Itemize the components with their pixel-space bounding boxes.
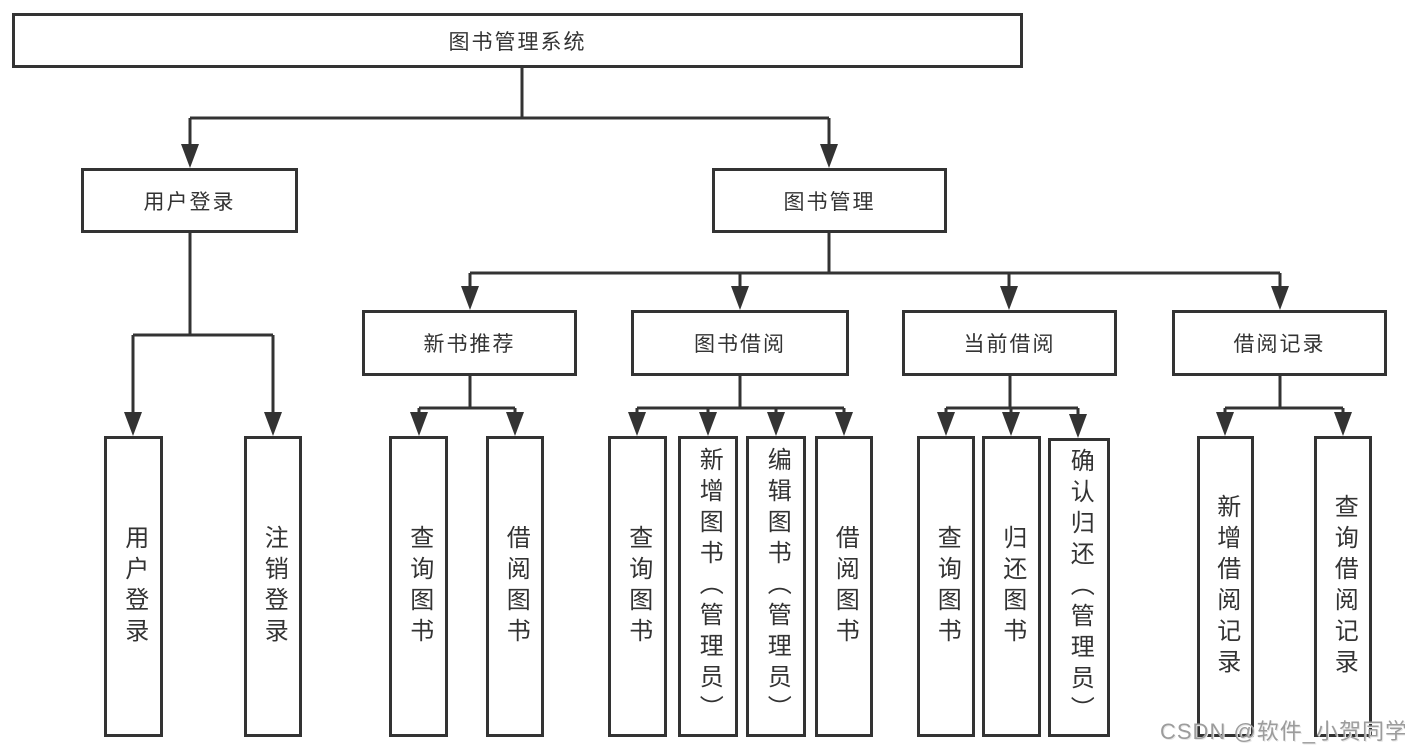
leaf-return-books-label: 归还图书 xyxy=(998,524,1026,649)
csdn-watermark: CSDN @软件_小贺同学 xyxy=(1160,719,1405,744)
leaf-borrow-books: 借阅图书 xyxy=(815,436,873,737)
node-root-label: 图书管理系统 xyxy=(448,30,587,54)
leaf-query-books-borrow-label: 查询图书 xyxy=(624,524,652,649)
arrowheads xyxy=(124,144,1352,438)
node-root: 图书管理系统 xyxy=(12,13,1023,68)
node-borrowing-records: 借阅记录 xyxy=(1172,310,1387,376)
leaf-query-books-borrow: 查询图书 xyxy=(608,436,667,737)
leaf-logout-label: 注销登录 xyxy=(260,524,288,649)
leaf-borrow-books-label: 借阅图书 xyxy=(831,524,859,649)
leaf-add-borrow-record: 新增借阅记录 xyxy=(1197,436,1254,737)
leaf-return-books: 归还图书 xyxy=(982,436,1041,737)
leaf-query-borrow-record: 查询借阅记录 xyxy=(1314,436,1372,737)
node-book-borrowing-label: 图书借阅 xyxy=(694,333,786,356)
node-book-management-label: 图书管理 xyxy=(783,190,876,214)
leaf-confirm-return-admin: 确认归还（管理员） xyxy=(1048,438,1110,737)
node-book-borrowing: 图书借阅 xyxy=(631,310,849,376)
leaf-add-books-admin: 新增图书（管理员） xyxy=(678,436,738,737)
node-borrowing-records-label: 借阅记录 xyxy=(1233,333,1326,356)
leaf-query-borrow-record-label: 查询借阅记录 xyxy=(1330,493,1358,680)
node-current-borrowing-label: 当前借阅 xyxy=(963,333,1056,356)
leaf-borrow-books-recommend-label: 借阅图书 xyxy=(502,524,530,649)
leaf-user-login-label: 用户登录 xyxy=(120,524,148,649)
leaf-add-books-admin-label: 新增图书（管理员） xyxy=(695,447,723,726)
leaf-edit-books-admin-label: 编辑图书（管理员） xyxy=(763,447,791,726)
leaf-query-books-current-label: 查询图书 xyxy=(933,524,961,649)
node-user-login-label: 用户登录 xyxy=(143,190,236,214)
node-book-management: 图书管理 xyxy=(712,168,947,233)
leaf-query-books-recommend: 查询图书 xyxy=(389,436,448,737)
node-user-login: 用户登录 xyxy=(81,168,298,233)
leaf-edit-books-admin: 编辑图书（管理员） xyxy=(746,436,806,737)
leaf-query-books-recommend-label: 查询图书 xyxy=(405,524,433,649)
node-new-book-recommendation-label: 新书推荐 xyxy=(423,333,516,356)
leaf-query-books-current: 查询图书 xyxy=(917,436,975,737)
leaf-borrow-books-recommend: 借阅图书 xyxy=(486,436,544,737)
leaf-logout: 注销登录 xyxy=(244,436,302,737)
leaf-confirm-return-admin-label: 确认归还（管理员） xyxy=(1066,448,1094,727)
leaf-add-borrow-record-label: 新增借阅记录 xyxy=(1212,493,1240,680)
node-new-book-recommendation: 新书推荐 xyxy=(362,310,577,376)
node-current-borrowing: 当前借阅 xyxy=(902,310,1117,376)
leaf-user-login: 用户登录 xyxy=(104,436,163,737)
